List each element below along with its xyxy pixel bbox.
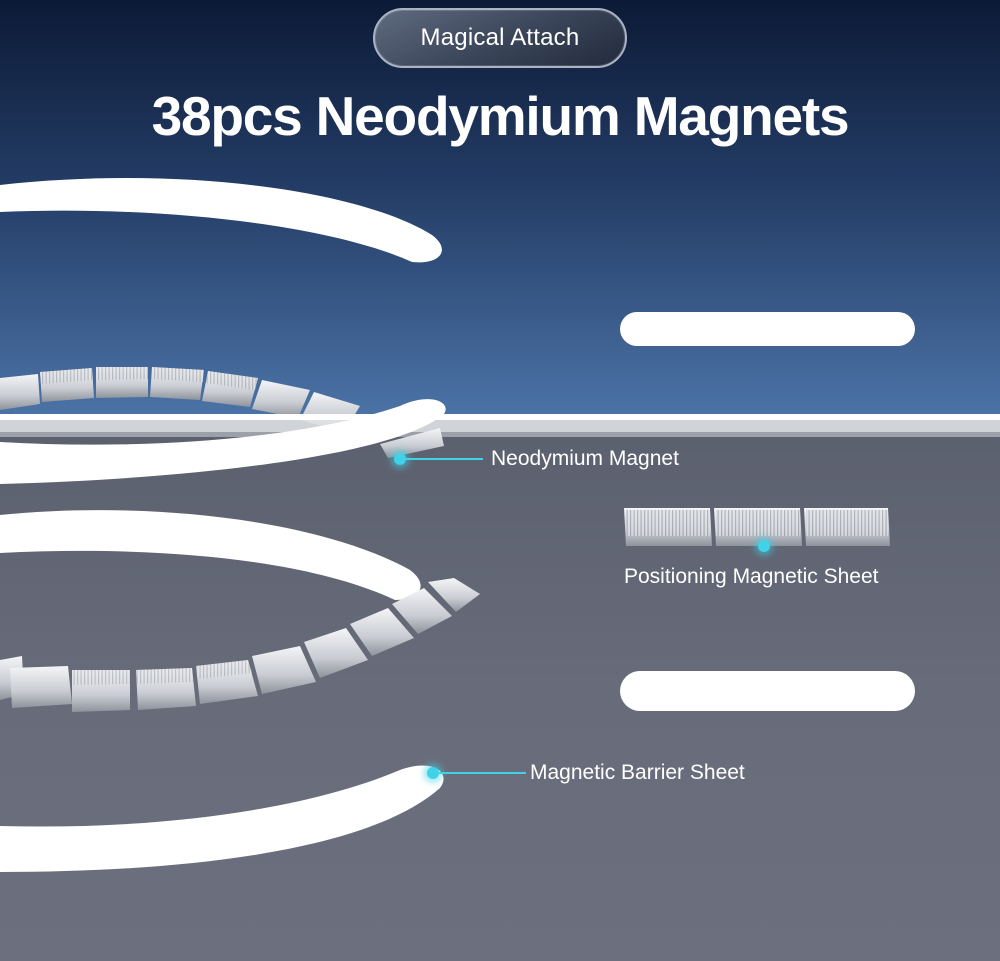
- magnet-plate-edge: [0, 414, 1000, 420]
- page-title: 38pcs Neodymium Magnets: [151, 85, 850, 147]
- magnet-plate-shadow: [0, 420, 1000, 432]
- callout-positioning-sheet: [754, 536, 774, 556]
- positioning-magnet-sheets: [624, 508, 890, 546]
- label-magnetic-barrier-sheet: Magnetic Barrier Sheet: [530, 761, 745, 784]
- lower-oval-sheet: [620, 671, 915, 711]
- callout-barrier-sheet: [423, 763, 526, 783]
- magical-attach-badge: Magical Attach: [373, 8, 627, 68]
- barrier-ring-arc: [0, 765, 444, 872]
- callout-neodymium-magnet: [390, 449, 483, 469]
- label-neodymium-magnet: Neodymium Magnet: [491, 447, 679, 470]
- lower-ring-arc: [0, 510, 421, 600]
- upper-oval-sheet: [620, 312, 915, 346]
- middle-ring-arc: [0, 399, 446, 484]
- badge-label: Magical Attach: [420, 24, 580, 51]
- lower-magnet-arc: [0, 578, 480, 712]
- upper-ring-arc: [0, 178, 442, 263]
- label-positioning-magnetic-sheet: Positioning Magnetic Sheet: [624, 565, 879, 588]
- upper-magnet-arc: [0, 367, 360, 432]
